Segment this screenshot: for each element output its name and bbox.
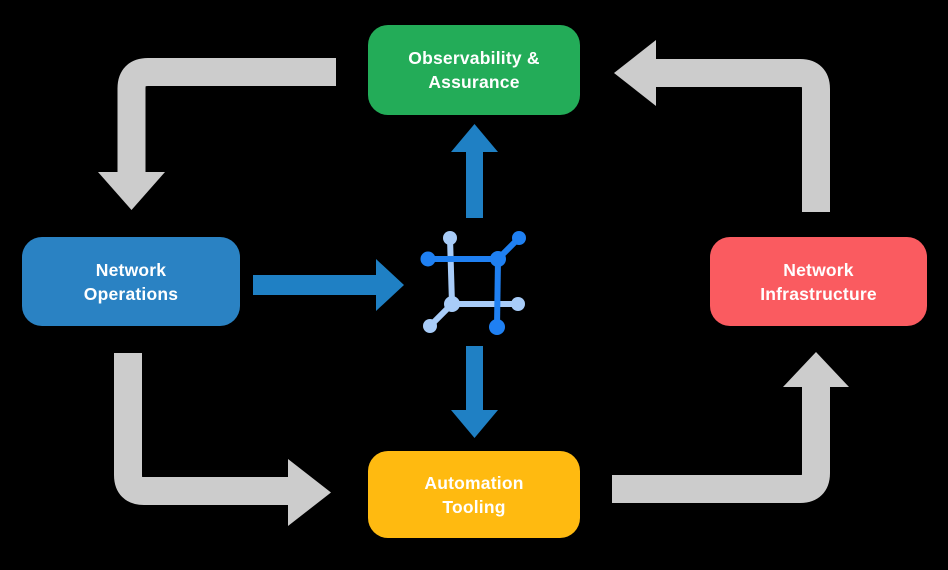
network-automation-icon: [420, 231, 526, 335]
node-operations-label: Network Operations: [83, 259, 179, 304]
node-infrastructure-label: Network Infrastructure: [760, 259, 877, 304]
node-observability-label: Observability & Assurance: [408, 48, 540, 92]
node-network-operations: Network Operations: [22, 237, 240, 326]
arrow-icon-to-observability: [451, 124, 498, 218]
flow-arrow-operations-to-automation: [114, 353, 331, 526]
flow-arrow-automation-to-infrastructure: [612, 352, 849, 503]
flow-arrow-observability-to-operations: [98, 58, 336, 210]
node-automation-label: Automation Tooling: [424, 472, 524, 517]
node-network-infrastructure: Network Infrastructure: [710, 237, 927, 326]
node-observability-assurance: Observability & Assurance: [368, 25, 580, 115]
arrow-operations-to-icon: [253, 259, 404, 311]
node-automation-tooling: Automation Tooling: [368, 451, 580, 538]
arrow-icon-to-automation: [451, 346, 498, 438]
flow-arrow-infrastructure-to-observability: [614, 40, 830, 212]
